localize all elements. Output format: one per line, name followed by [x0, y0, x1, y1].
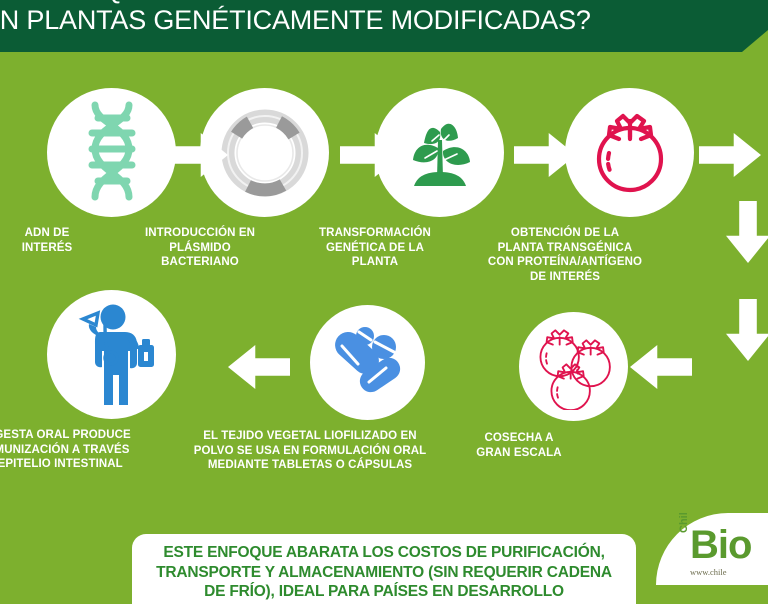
- arrow-down-right-upper-icon: [726, 201, 768, 263]
- tomato-icon: [596, 113, 663, 192]
- step-tabletas-capsulas-circle: [310, 305, 425, 420]
- step-tabletas-capsulas-label: EL TEJIDO VEGETAL LIOFILIZADO EN POLVO S…: [193, 430, 427, 471]
- arrow-planta-to-edge-icon: [699, 133, 761, 177]
- three-tomatoes-icon: [539, 328, 611, 410]
- arrow-down-right-lower-icon: [726, 299, 768, 361]
- step-transformacion-label: TRANSFORMACIÓN GENÉTICA DE LA PLANTA: [319, 227, 431, 268]
- step-cosecha-label: COSECHA A GRAN ESCALA: [476, 432, 562, 459]
- step-ingesta-oral-label: SU INGESTA ORAL PRODUCE LA INMUNIZACIÓN …: [0, 429, 131, 470]
- summary-line-1: ESTE ENFOQUE ABARATA LOS COSTOS DE PURIF…: [163, 544, 605, 561]
- dna-helix-icon: [88, 101, 135, 200]
- step-adn-circle: [47, 88, 176, 217]
- seedling-plant-icon: [412, 123, 470, 186]
- header-title-line-1: ¿SABÍAS QUE SE PUEDEN DESARROLLAR "VACUN…: [0, 0, 768, 5]
- step-transformacion-circle: [375, 88, 504, 217]
- step-planta-transgenica-label: OBTENCIÓN DE LA PLANTA TRANSGÉNICA CON P…: [487, 227, 643, 283]
- header-title-line-2: EN PLANTAS GENÉTICAMENTE MODIFICADAS?: [0, 5, 591, 35]
- logo-bio-text: Bio: [690, 523, 752, 567]
- step-ingesta-oral-circle: [47, 290, 176, 419]
- step-plasmido-label: INTRODUCCIÓN EN PLÁSMIDO BACTERIANO: [144, 227, 256, 268]
- summary-banner: ESTE ENFOQUE ABARATA LOS COSTOS DE PURIF…: [132, 534, 636, 604]
- plasmid-ring-icon: [221, 109, 308, 196]
- step-adn-label: ADN DE INTERÉS: [21, 227, 73, 254]
- chilebio-logo[interactable]: Chile Bio www.chile: [656, 513, 768, 585]
- header-banner: ¿SABÍAS QUE SE PUEDEN DESARROLLAR "VACUN…: [0, 0, 768, 52]
- step-planta-transgenica-circle: [565, 88, 694, 217]
- summary-line-2: TRANSPORTE Y ALMACENAMIENTO (SIN REQUERI…: [156, 563, 612, 581]
- logo-chile-text: Chile: [678, 513, 690, 533]
- pills-capsules-icon: [334, 326, 400, 392]
- arrow-tabletas-to-ingesta-icon: [228, 345, 290, 389]
- step-cosecha-circle: [519, 312, 628, 421]
- logo-url-text: www.chile: [690, 567, 727, 577]
- step-plasmido-circle: [200, 88, 329, 217]
- arrow-cosecha-to-tabletas-icon: [630, 345, 692, 389]
- person-drinking-icon: [78, 304, 154, 405]
